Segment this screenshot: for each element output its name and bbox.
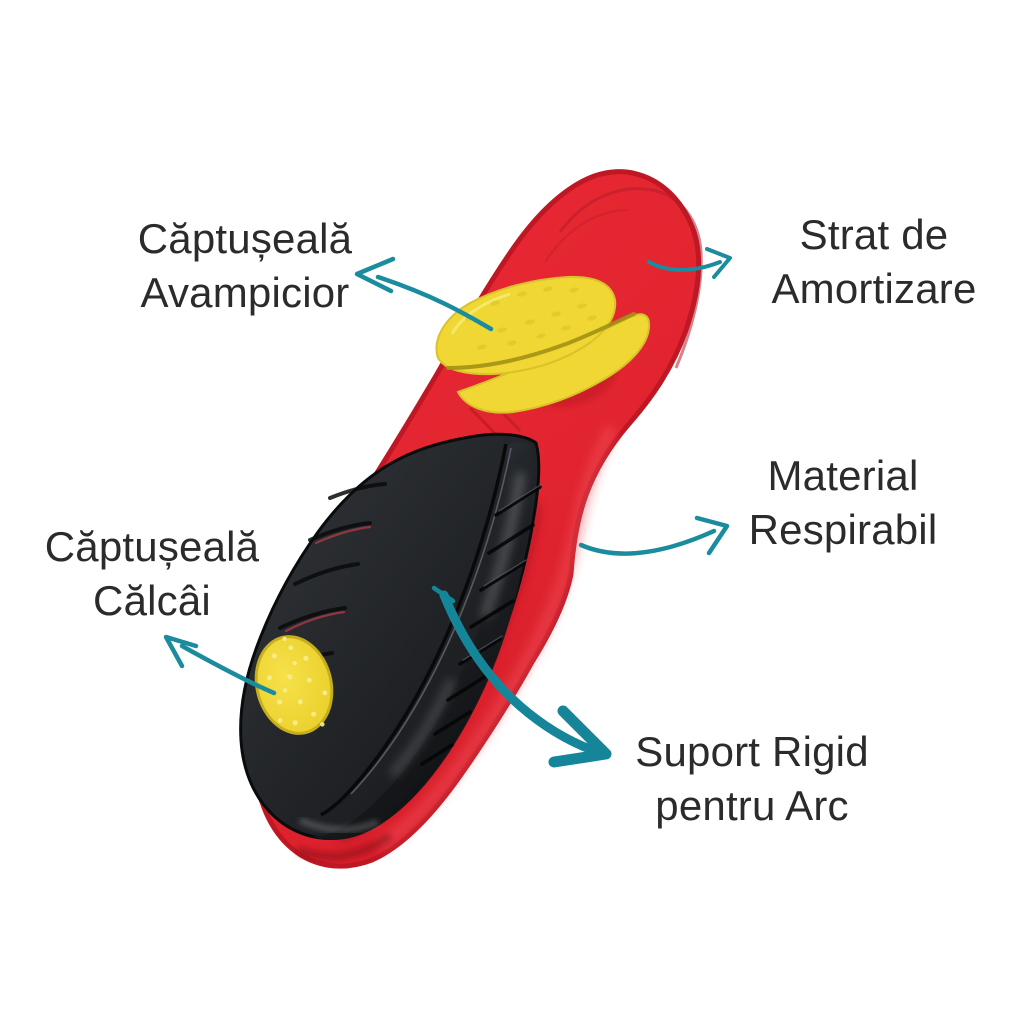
arrow-cushioning-layer	[647, 247, 732, 279]
gloss-highlight-2	[389, 678, 456, 778]
arrow-forefoot-lining	[354, 256, 494, 332]
heel-pad-shape	[254, 635, 334, 735]
forefoot-pad	[435, 275, 651, 414]
arrow-rigid-arch-support-shaft	[439, 590, 597, 755]
arch-slash-glints	[462, 483, 543, 661]
label-heel-lining: Căptușeală Călcâi	[45, 520, 259, 628]
label-rigid-arch-support-line2: pentru Arc	[655, 782, 849, 829]
toe-inner-outline-2	[543, 208, 629, 263]
arrow-rigid-arch-support-head	[548, 705, 612, 768]
arch-ridge-line	[320, 443, 508, 817]
heel-bottom-reflection	[298, 817, 380, 833]
toe-inner-outline	[558, 187, 703, 369]
gloss-highlight-1	[481, 472, 525, 619]
arrow-heel-lining-shaft	[179, 643, 277, 696]
forefoot-pad-upper	[435, 275, 617, 376]
forefoot-pad-highlight	[450, 292, 511, 335]
arrow-breathable-material	[578, 515, 730, 556]
label-forefoot-lining: Căptușeală Avampicior	[138, 212, 352, 320]
label-rigid-arch-support-line1: Suport Rigid	[635, 728, 869, 775]
label-rigid-arch-support: Suport Rigid pentru Arc	[635, 725, 869, 833]
heel-pad	[254, 635, 334, 735]
arch-ridge-glint	[350, 447, 512, 795]
arch-gloss-region	[310, 442, 534, 840]
label-breathable-material-line2: Respirabil	[748, 506, 938, 553]
arch-slashes-gloss	[420, 485, 542, 766]
label-cushioning-layer-line1: Strat de	[799, 211, 949, 258]
arrow-forefoot-lining-shaft	[375, 274, 494, 332]
arrow-breathable-material-head	[694, 515, 730, 556]
label-forefoot-lining-line1: Căptușeală	[137, 215, 353, 262]
annotation-arrows	[163, 247, 732, 768]
heel-edge-shadow	[296, 832, 393, 861]
label-heel-lining-line2: Călcâi	[93, 577, 211, 624]
arrow-breathable-material-shaft	[578, 528, 717, 556]
label-heel-lining-line1: Căptușeală	[44, 523, 260, 570]
label-breathable-material-line1: Material	[767, 452, 919, 499]
arrow-cushioning-layer-head	[705, 247, 732, 279]
label-cushioning-layer: Strat de Amortizare	[771, 208, 976, 316]
arch-grooves-red-hints	[284, 525, 372, 633]
label-cushioning-layer-line2: Amortizare	[771, 265, 977, 312]
heel-pad-dots	[267, 636, 328, 727]
arrow-heel-lining	[163, 634, 277, 696]
arrow-forefoot-lining-head	[354, 256, 396, 294]
label-forefoot-lining-line2: Avampicior	[140, 269, 350, 316]
label-breathable-material: Material Respirabil	[749, 449, 938, 557]
forefoot-pad-texture	[465, 286, 597, 350]
arrow-heel-lining-head	[163, 634, 199, 669]
forefoot-pad-divider	[446, 312, 636, 370]
rim-highlight	[374, 424, 618, 852]
arrow-cushioning-layer-shaft	[647, 260, 722, 272]
arrow-rigid-arch-support	[431, 585, 612, 768]
